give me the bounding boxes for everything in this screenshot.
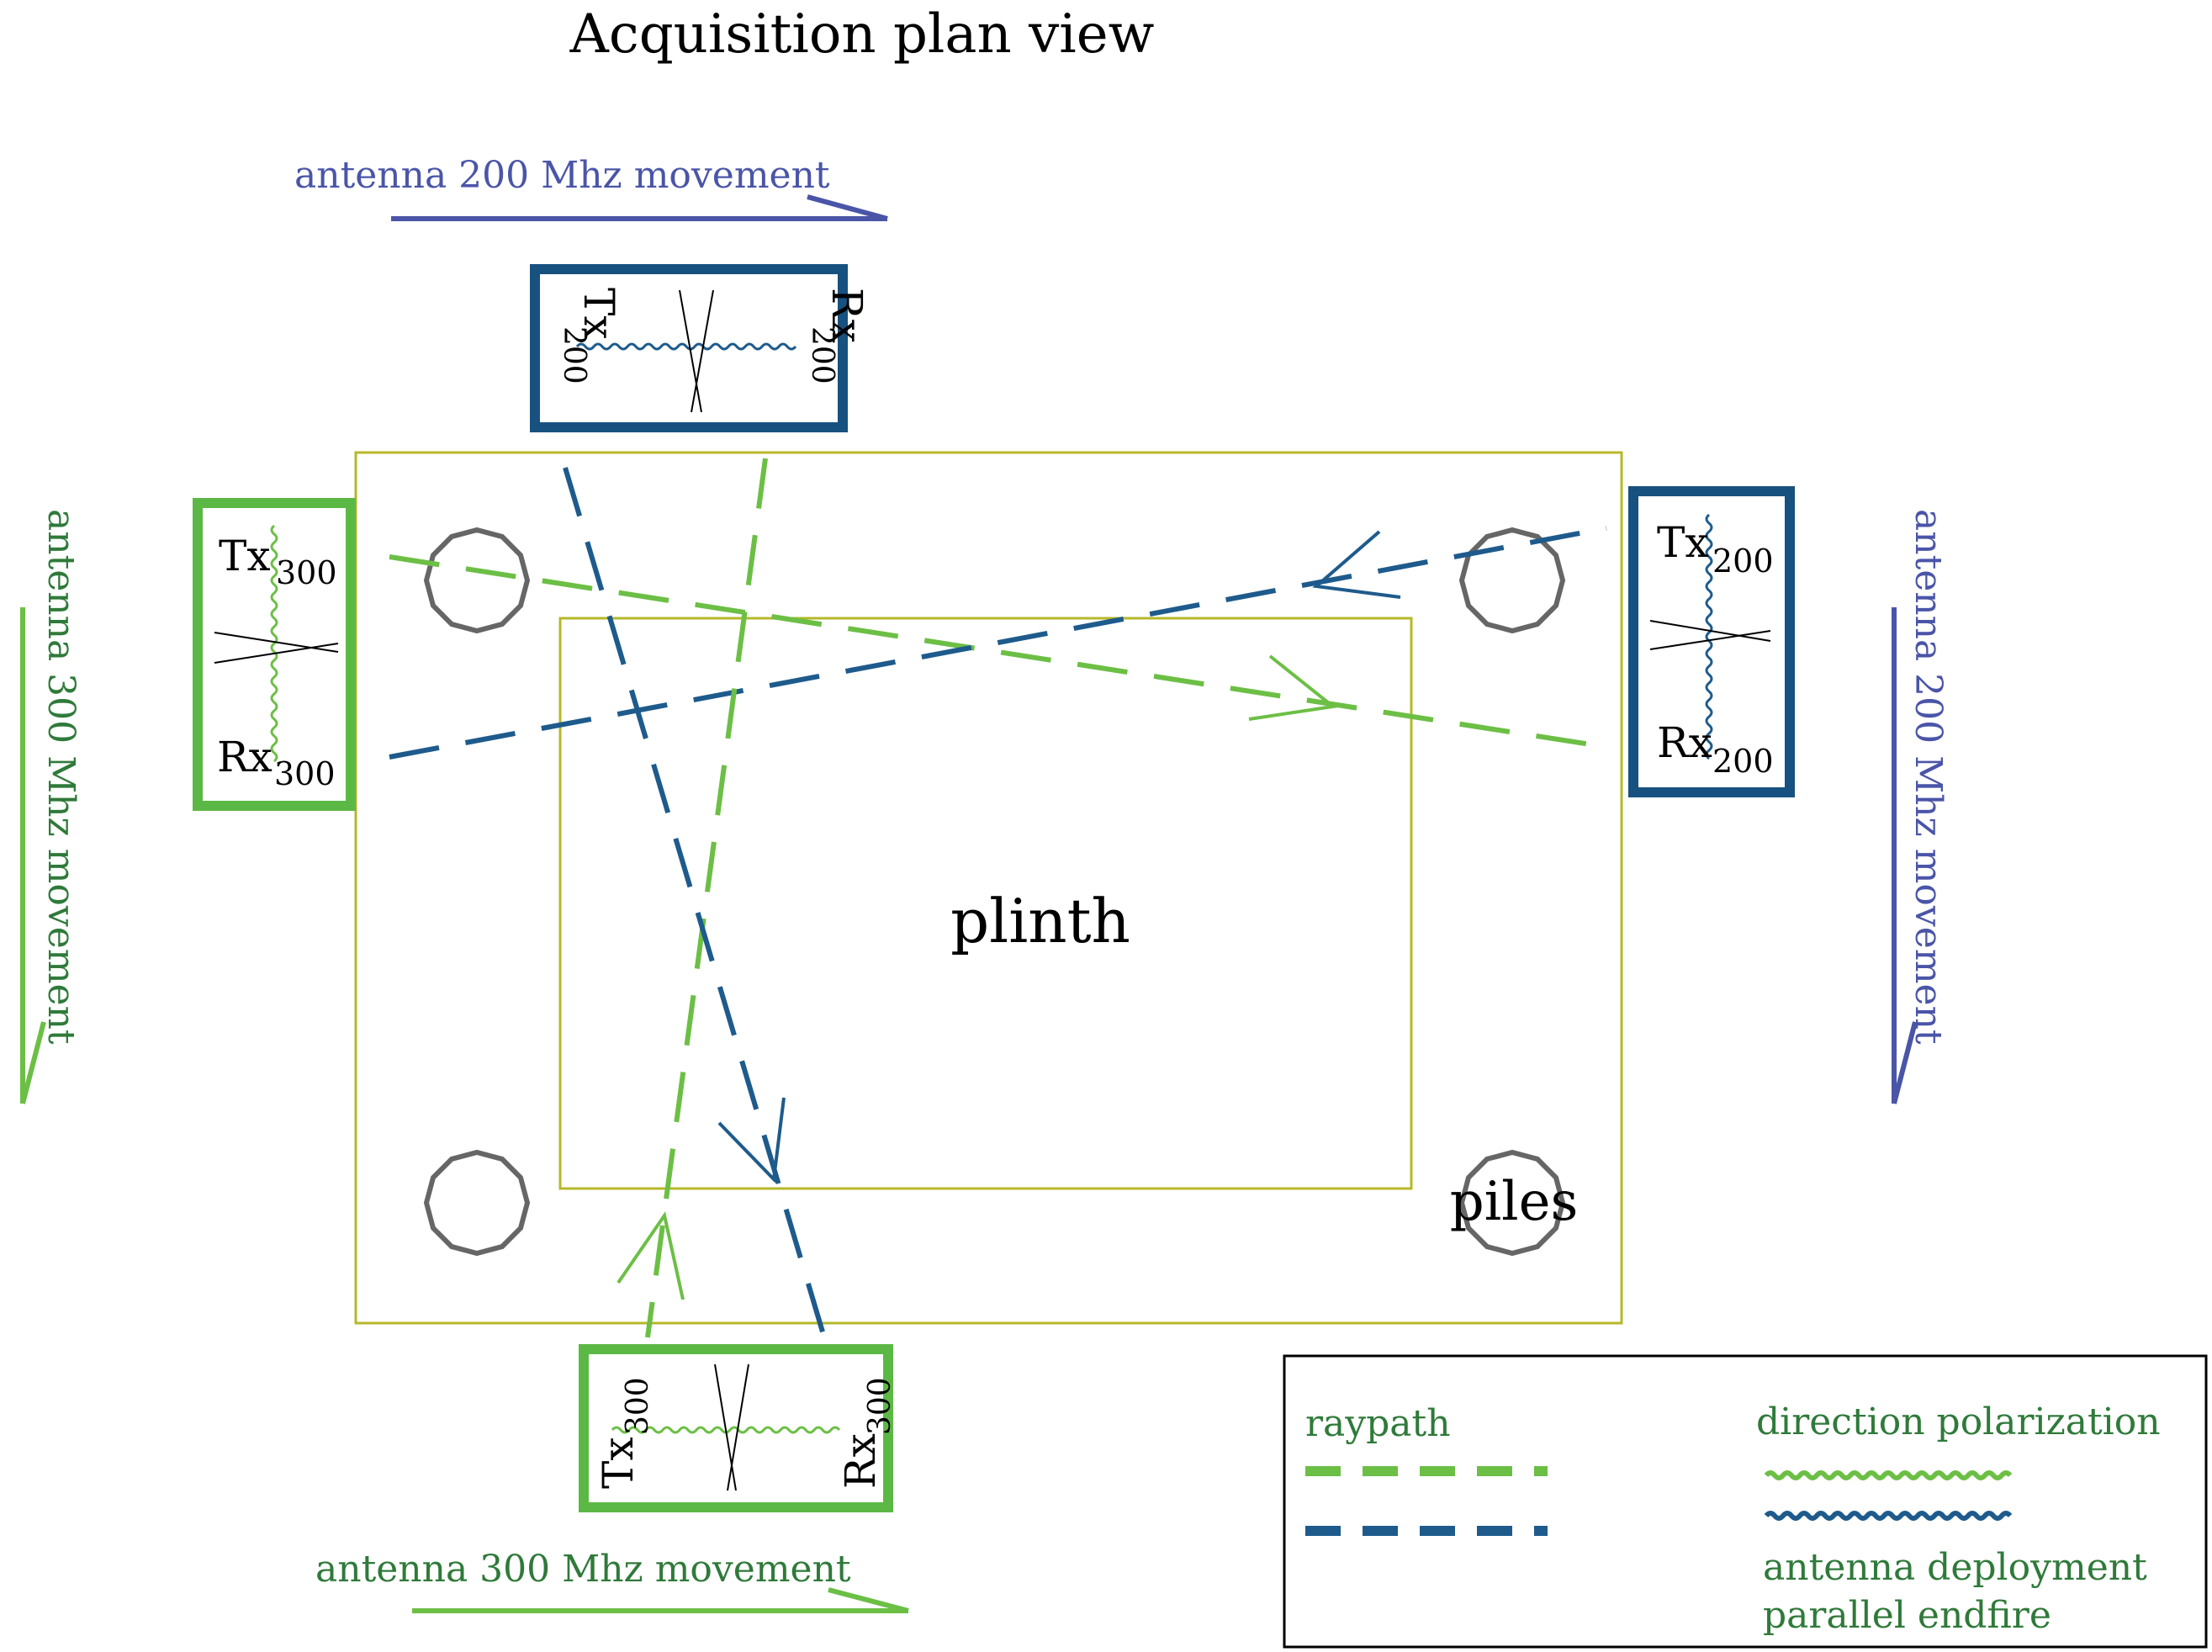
blue-horizontal-arrowhead	[1312, 530, 1401, 599]
pile-bottom-left	[423, 1149, 531, 1257]
antenna-bottom-tx: Tx	[594, 1437, 643, 1489]
antenna-bottom-cross-icon	[714, 1363, 749, 1491]
pile-bottom-right	[1458, 1149, 1566, 1257]
antenna-left-polarization	[270, 524, 278, 763]
pile-top-right	[1458, 527, 1566, 634]
legend-polarization-green	[1764, 1470, 2013, 1480]
diagram-title: Acquisition plan view	[569, 3, 1155, 66]
left-movement-label: antenna 300 Mhz movement	[40, 509, 82, 1045]
antenna-left-cross-icon	[214, 632, 339, 664]
antenna-right-rx: Rx	[1657, 718, 1712, 767]
piles	[423, 527, 1566, 1257]
green-horizontal-arrowhead	[1248, 654, 1337, 721]
antenna-bottom-tx-sub: 300	[621, 1377, 655, 1435]
antenna-left: Tx 300 Rx 300	[193, 498, 356, 811]
raypath-arrowheads	[617, 530, 1401, 1300]
antenna-top-tx: Tx	[574, 288, 623, 340]
plinth-label: plinth	[950, 886, 1130, 956]
foundation-outline	[354, 451, 1623, 1325]
legend-direction-label: direction polarization	[1756, 1400, 2161, 1443]
left-movement-arrow	[20, 607, 46, 1104]
legend-raypath-label: raypath	[1305, 1402, 1451, 1445]
right-movement-label: antenna 200 Mhz movement	[1907, 509, 1950, 1045]
legend-deployment-line2: parallel endfire	[1763, 1594, 2051, 1637]
antenna-right: Tx 200 Rx 200	[1628, 486, 1795, 797]
antenna-top-tx-sub: 200	[557, 326, 591, 384]
legend: raypath direction polarization antenna d…	[1283, 1354, 2208, 1649]
antenna-bottom-rx: Rx	[836, 1433, 885, 1489]
antenna-top: Tx 200 Rx 200	[530, 264, 871, 432]
bottom-movement-label: antenna 300 Mhz movement	[315, 1548, 851, 1591]
antenna-bottom: Tx 300 Rx 300	[579, 1344, 897, 1512]
legend-box	[1283, 1354, 2208, 1649]
raypath-green-vertical	[645, 458, 768, 1338]
blue-vertical-arrowhead	[717, 1097, 786, 1183]
antenna-left-rx: Rx	[217, 733, 273, 781]
right-movement-arrow	[1892, 607, 1918, 1104]
antenna-top-cross-icon	[679, 289, 714, 413]
bottom-movement-arrow	[412, 1587, 909, 1613]
antenna-right-rx-sub: 200	[1712, 743, 1774, 780]
top-movement-arrow	[391, 194, 888, 221]
antenna-left-tx-sub: 300	[276, 554, 337, 591]
antenna-right-tx: Tx	[1657, 518, 1709, 567]
antenna-top-rx-sub: 200	[805, 326, 839, 384]
antenna-left-rx-sub: 300	[274, 755, 336, 792]
legend-deployment-line1: antenna deployment	[1763, 1546, 2147, 1589]
raypath-blue-vertical	[563, 467, 827, 1338]
green-vertical-arrowhead	[617, 1211, 685, 1300]
antenna-bottom-rx-sub: 300	[863, 1377, 897, 1435]
antenna-right-tx-sub: 200	[1712, 543, 1774, 580]
raypaths	[389, 458, 1607, 1338]
antenna-right-polarization	[1705, 513, 1713, 760]
antenna-left-tx: Tx	[219, 532, 271, 580]
antenna-top-rx: Rx	[823, 288, 871, 343]
legend-polarization-blue	[1764, 1511, 2013, 1521]
piles-label: piles	[1450, 1171, 1579, 1233]
raypath-green-horizontal	[389, 554, 1607, 749]
top-movement-label: antenna 200 Mhz movement	[294, 154, 830, 197]
pile-top-left	[423, 527, 531, 634]
plinth-outline	[558, 617, 1413, 1190]
raypath-blue-horizontal	[389, 526, 1607, 760]
antenna-top-polarization	[575, 342, 797, 351]
antenna-right-cross-icon	[1649, 620, 1771, 650]
